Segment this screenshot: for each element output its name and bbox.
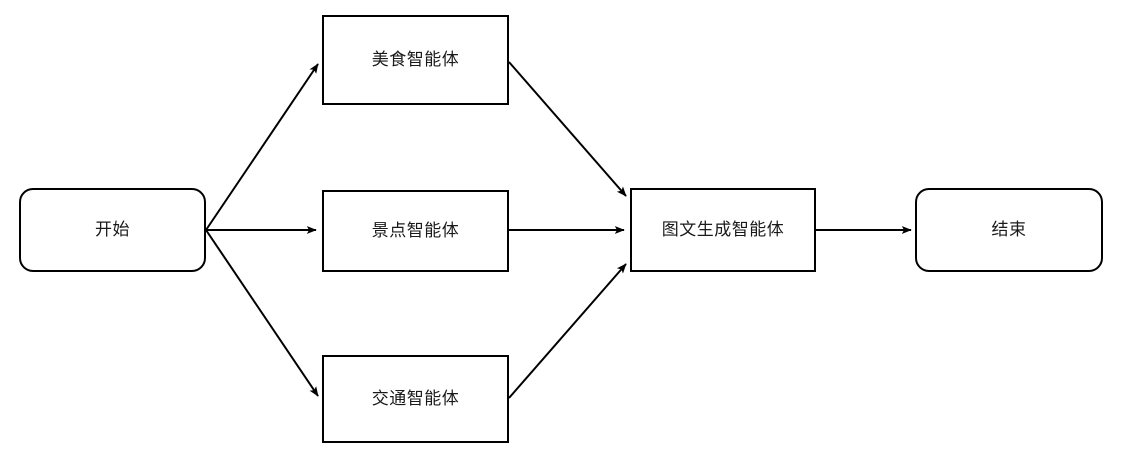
node-end[interactable]: 结束 (915, 188, 1103, 272)
edge-start-to-transport-agent (205, 229, 319, 397)
node-food-agent-label: 美食智能体 (371, 49, 460, 69)
node-attraction-agent-label: 景点智能体 (371, 220, 460, 240)
node-transport-agent-label: 交通智能体 (371, 388, 460, 408)
node-content-agent[interactable]: 图文生成智能体 (630, 188, 816, 272)
node-attraction-agent[interactable]: 景点智能体 (322, 190, 509, 272)
node-end-label: 结束 (991, 219, 1027, 239)
node-food-agent[interactable]: 美食智能体 (322, 15, 509, 105)
edge-transport-agent-to-content-agent (508, 263, 627, 399)
node-start-label: 开始 (95, 219, 130, 239)
edge-start-to-food-agent (205, 63, 319, 231)
node-transport-agent[interactable]: 交通智能体 (322, 355, 509, 443)
node-content-agent-label: 图文生成智能体 (661, 219, 785, 239)
node-start[interactable]: 开始 (19, 188, 206, 272)
edge-food-agent-to-content-agent (508, 61, 627, 197)
